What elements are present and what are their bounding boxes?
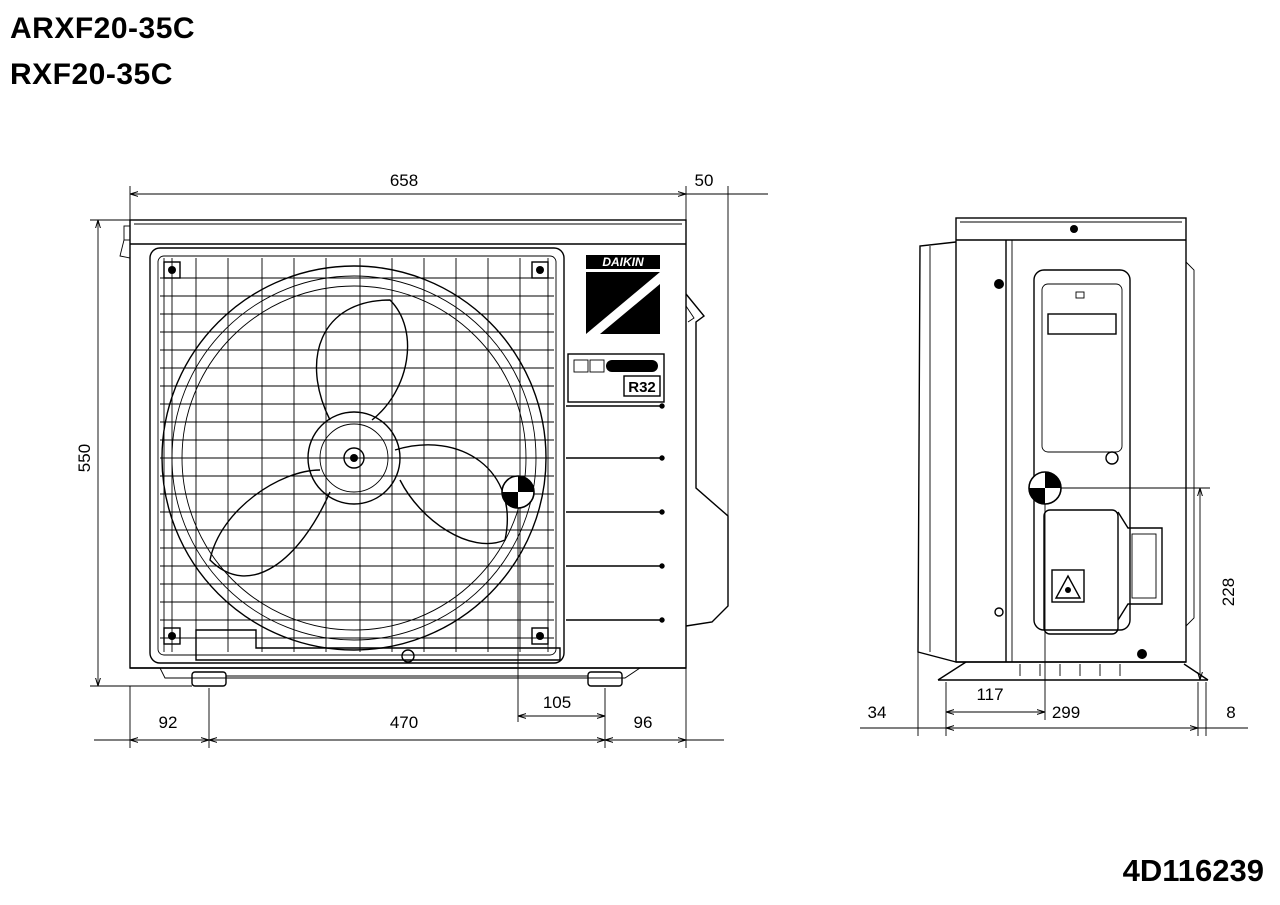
side-body: [955, 217, 1187, 663]
dim-side-cog-depth: 117: [976, 685, 1003, 704]
dim-side-cog-height: 228: [1219, 578, 1238, 606]
fan-grille-frame: [149, 247, 565, 664]
right-foot: [587, 671, 623, 687]
grille-horizontal-bars: [160, 277, 554, 639]
pipe-cover: [685, 293, 729, 627]
left-foot: [191, 671, 227, 687]
daikin-logo: DAIKIN: [586, 255, 660, 334]
fan-shroud: [161, 265, 547, 651]
model-title-secondary: RXF20-35C: [10, 58, 173, 91]
front-view: DAIKIN R32 658 50 550: [75, 171, 768, 748]
side-louvres: [566, 403, 665, 623]
dim-foot-spacing: 470: [390, 713, 418, 732]
dim-height: 550: [75, 444, 94, 472]
svg-text:DAIKIN: DAIKIN: [602, 255, 644, 269]
side-view: 228 117 299 34 8: [860, 217, 1248, 736]
dim-left-to-foot: 92: [159, 713, 178, 732]
dim-side-front-offset: 8: [1226, 703, 1235, 722]
grille-screws: [163, 261, 549, 645]
svg-text:R32: R32: [628, 379, 656, 396]
dim-side-rear-offset: 34: [868, 703, 887, 722]
model-title-primary: ARXF20-35C: [10, 12, 196, 45]
dim-front-width: 658: [390, 171, 418, 190]
document-number: 4D116239: [1122, 853, 1264, 888]
dim-pipe-protrusion: 50: [695, 171, 714, 190]
fan-hub: [307, 411, 401, 505]
warning-icon: [1051, 569, 1085, 603]
refrigerant-label: R32: [567, 353, 665, 403]
dim-cog-offset: 105: [543, 693, 571, 712]
stop-valve-cover: [1117, 511, 1163, 621]
center-of-gravity-icon-side: [1028, 471, 1062, 505]
fan-blades: [209, 299, 508, 577]
service-panel: [1033, 269, 1131, 631]
center-of-gravity-icon: [501, 475, 535, 509]
dim-right-to-foot: 96: [634, 713, 653, 732]
dim-side-depth: 299: [1052, 703, 1080, 722]
